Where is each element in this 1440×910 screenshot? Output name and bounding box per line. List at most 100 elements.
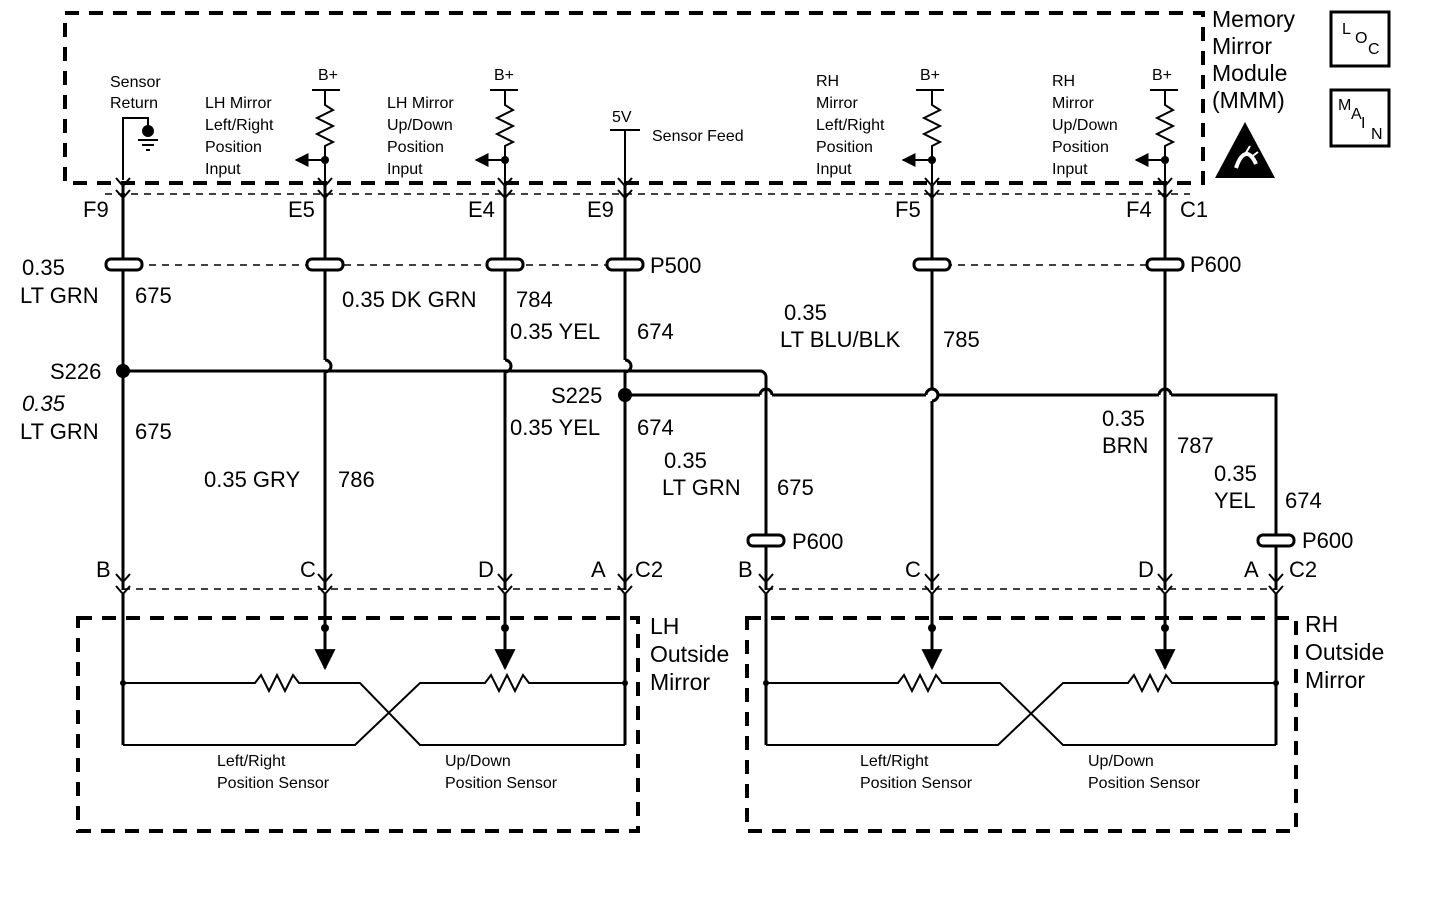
esd-warning-icon bbox=[1215, 122, 1275, 178]
rh-mirror-sensors: Left/Right Position Sensor Up/Down Posit… bbox=[763, 594, 1279, 792]
splice-s226 bbox=[116, 364, 130, 378]
svg-text:C: C bbox=[905, 557, 921, 582]
svg-text:0.35 DK GRN: 0.35 DK GRN bbox=[342, 287, 477, 312]
svg-text:784: 784 bbox=[516, 287, 553, 312]
svg-text:LT BLU/BLK: LT BLU/BLK bbox=[780, 327, 901, 352]
svg-text:I: I bbox=[1361, 115, 1365, 132]
s226-bus bbox=[123, 369, 768, 590]
splice-label-s226: S226 bbox=[50, 359, 101, 384]
rh-mirror-boundary bbox=[745, 616, 1298, 833]
lh-lr-input-circuit: LH Mirror Left/Right Position Input B+ bbox=[205, 67, 340, 184]
svg-text:675: 675 bbox=[777, 475, 814, 500]
svg-text:5V: 5V bbox=[612, 109, 632, 126]
svg-text:B+: B+ bbox=[1152, 67, 1172, 84]
svg-text:Input: Input bbox=[1052, 161, 1088, 178]
svg-text:Position: Position bbox=[1052, 139, 1109, 156]
svg-text:675: 675 bbox=[135, 419, 172, 444]
rh-mirror-label: RH Outside Mirror bbox=[1305, 611, 1384, 693]
svg-text:0.35: 0.35 bbox=[784, 300, 827, 325]
svg-text:Position Sensor: Position Sensor bbox=[860, 775, 973, 792]
vertical-wires bbox=[121, 186, 1167, 590]
svg-text:Outside: Outside bbox=[1305, 639, 1384, 665]
svg-text:Left/Right: Left/Right bbox=[217, 753, 286, 770]
sensor-feed-circuit: 5V Sensor Feed bbox=[610, 109, 744, 184]
svg-text:Up/Down: Up/Down bbox=[1052, 117, 1118, 134]
svg-text:Module: Module bbox=[1212, 60, 1287, 86]
svg-text:LT GRN: LT GRN bbox=[20, 283, 99, 308]
svg-text:787: 787 bbox=[1177, 433, 1214, 458]
svg-text:Memory: Memory bbox=[1212, 6, 1296, 32]
svg-text:Position Sensor: Position Sensor bbox=[1088, 775, 1201, 792]
svg-text:Position Sensor: Position Sensor bbox=[217, 775, 330, 792]
lh-mirror-sensors: Left/Right Position Sensor Up/Down Posit… bbox=[120, 594, 628, 792]
rh-ud-input-circuit: RH Mirror Up/Down Position Input B+ bbox=[1052, 67, 1178, 184]
svg-text:0.35: 0.35 bbox=[22, 391, 66, 416]
svg-text:F4: F4 bbox=[1126, 197, 1152, 222]
svg-text:Mirror: Mirror bbox=[1305, 667, 1365, 693]
svg-text:LT GRN: LT GRN bbox=[662, 475, 741, 500]
svg-text:Left/Right: Left/Right bbox=[205, 117, 274, 134]
svg-text:C2: C2 bbox=[635, 557, 663, 582]
svg-text:Input: Input bbox=[205, 161, 241, 178]
svg-text:E5: E5 bbox=[288, 197, 315, 222]
svg-text:(MMM): (MMM) bbox=[1212, 87, 1285, 113]
s225-bus bbox=[625, 387, 1278, 590]
svg-text:A: A bbox=[1351, 106, 1362, 123]
module-boundary bbox=[63, 11, 1205, 185]
svg-text:LH Mirror: LH Mirror bbox=[387, 95, 454, 112]
svg-text:Sensor: Sensor bbox=[110, 74, 161, 91]
svg-text:B: B bbox=[738, 557, 753, 582]
svg-text:Input: Input bbox=[816, 161, 852, 178]
svg-text:F5: F5 bbox=[895, 197, 921, 222]
svg-text:C: C bbox=[1368, 41, 1380, 58]
c1-pin-labels: F9 E5 E4 E9 F5 F4 C1 bbox=[83, 197, 1208, 222]
svg-text:Mirror: Mirror bbox=[816, 95, 858, 112]
svg-text:Mirror: Mirror bbox=[650, 669, 710, 695]
lh-ud-input-circuit: LH Mirror Up/Down Position Input B+ bbox=[387, 67, 518, 184]
svg-text:0.35: 0.35 bbox=[1102, 406, 1145, 431]
svg-text:0.35 YEL: 0.35 YEL bbox=[510, 415, 600, 440]
sensor-return-circuit: Sensor Return bbox=[110, 74, 161, 180]
svg-text:C2: C2 bbox=[1289, 557, 1317, 582]
svg-text:RH: RH bbox=[1305, 611, 1338, 637]
inline-connectors-row2 bbox=[746, 533, 1296, 548]
svg-text:E9: E9 bbox=[587, 197, 614, 222]
svg-text:0.35: 0.35 bbox=[22, 255, 65, 280]
svg-text:YEL: YEL bbox=[1214, 488, 1256, 513]
svg-text:M: M bbox=[1338, 97, 1351, 114]
svg-text:BRN: BRN bbox=[1102, 433, 1148, 458]
svg-text:LT GRN: LT GRN bbox=[20, 419, 99, 444]
svg-text:O: O bbox=[1355, 30, 1367, 47]
svg-text:0.35: 0.35 bbox=[664, 448, 707, 473]
svg-text:B+: B+ bbox=[920, 67, 940, 84]
svg-text:Position: Position bbox=[816, 139, 873, 156]
svg-text:C1: C1 bbox=[1180, 197, 1208, 222]
svg-text:Up/Down: Up/Down bbox=[445, 753, 511, 770]
lh-c2-pin-labels: B C D A C2 bbox=[96, 557, 663, 582]
p500-label: P500 bbox=[650, 253, 701, 278]
svg-text:A: A bbox=[1244, 557, 1259, 582]
svg-text:E4: E4 bbox=[468, 197, 495, 222]
svg-text:Left/Right: Left/Right bbox=[816, 117, 885, 134]
p600-label-left: P600 bbox=[792, 529, 843, 554]
wire-labels: 0.35 LT GRN 675 0.35 DK GRN 784 0.35 YEL… bbox=[20, 255, 1322, 513]
svg-text:0.35 YEL: 0.35 YEL bbox=[510, 319, 600, 344]
svg-text:N: N bbox=[1371, 126, 1383, 143]
svg-text:674: 674 bbox=[637, 415, 674, 440]
module-title: Memory Mirror Module (MMM) bbox=[1212, 6, 1296, 113]
svg-text:Input: Input bbox=[387, 161, 423, 178]
svg-text:B+: B+ bbox=[318, 67, 338, 84]
svg-text:A: A bbox=[591, 557, 606, 582]
p600-label-top: P600 bbox=[1190, 252, 1241, 277]
svg-text:Left/Right: Left/Right bbox=[860, 753, 929, 770]
svg-text:674: 674 bbox=[1285, 488, 1322, 513]
svg-text:D: D bbox=[1138, 557, 1154, 582]
c2-chevrons bbox=[115, 573, 1284, 596]
lh-mirror-boundary bbox=[76, 616, 640, 833]
lh-mirror-label: LH Outside Mirror bbox=[650, 613, 729, 695]
splice-s225 bbox=[618, 388, 632, 402]
rh-c2-pin-labels: B C D A C2 bbox=[738, 557, 1317, 582]
svg-text:L: L bbox=[1342, 21, 1351, 38]
svg-text:F9: F9 bbox=[83, 197, 109, 222]
